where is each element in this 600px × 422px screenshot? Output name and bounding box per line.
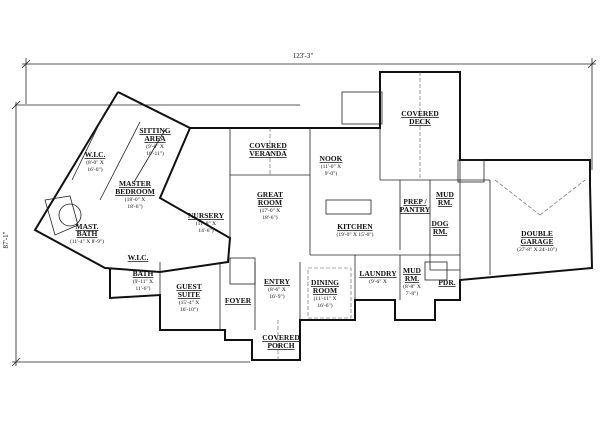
room-guest-wic: W.I.C. (128, 253, 149, 262)
svg-text:MAST.: MAST. (76, 222, 99, 231)
svg-text:9'-0"): 9'-0") (325, 170, 338, 177)
svg-text:VERANDA: VERANDA (249, 149, 287, 158)
room-dining-room: DINING ROOM (11'-11" X 16'-6") (311, 278, 339, 309)
svg-text:GARAGE: GARAGE (521, 237, 554, 246)
svg-text:COVERED: COVERED (401, 109, 439, 118)
svg-text:PANTRY: PANTRY (400, 205, 431, 214)
svg-text:PDR.: PDR. (438, 278, 455, 287)
svg-text:ENTRY: ENTRY (264, 277, 291, 286)
svg-text:RM.: RM. (433, 227, 447, 236)
svg-text:BEDROOM: BEDROOM (115, 187, 155, 196)
room-mud-room-lower: MUD RM. (8'-8" X 7'-8") (403, 266, 421, 297)
svg-text:10'-11"): 10'-11") (146, 150, 164, 157)
room-covered-veranda: COVERED VERANDA (249, 141, 287, 158)
room-master-bath: MAST. BATH (11'-4" X 8'-9") (70, 222, 104, 245)
svg-text:18'-6"): 18'-6") (127, 203, 142, 210)
svg-text:(15'-4" X: (15'-4" X (179, 299, 200, 306)
room-labels: SITTING AREA (9'-6" X 10'-11") W.I.C. (8… (70, 109, 557, 350)
room-double-garage: DOUBLE GARAGE (27'-8" X 24'-10") (517, 229, 557, 253)
svg-text:RM.: RM. (405, 274, 419, 283)
svg-text:SUITE: SUITE (178, 290, 201, 299)
room-master-wic: W.I.C. (8'-0" X 16'-0") (85, 150, 106, 173)
dimension-lines (11, 58, 597, 367)
svg-text:W.I.C.: W.I.C. (85, 150, 106, 159)
svg-text:16'-9"): 16'-9") (269, 293, 284, 300)
svg-text:GREAT: GREAT (257, 190, 283, 199)
svg-text:AREA: AREA (144, 134, 166, 143)
svg-text:(11'-4" X 8'-9"): (11'-4" X 8'-9") (70, 238, 104, 245)
svg-text:DINING: DINING (311, 278, 339, 287)
svg-text:16'-6"): 16'-6") (317, 302, 332, 309)
svg-text:18'-6"): 18'-6") (262, 214, 277, 221)
svg-text:BATH: BATH (133, 269, 154, 278)
svg-text:11'-6"): 11'-6") (136, 285, 151, 292)
room-covered-deck: COVERED DECK (401, 109, 439, 126)
svg-text:(9'-6" X: (9'-6" X (369, 278, 387, 285)
svg-text:GUEST: GUEST (176, 282, 201, 291)
svg-text:W.I.C.: W.I.C. (128, 253, 149, 262)
room-guest-suite: GUEST SUITE (15'-4" X 16'-10") (176, 282, 201, 313)
svg-text:KITCHEN: KITCHEN (337, 222, 373, 231)
svg-text:14'-6"): 14'-6") (198, 227, 213, 234)
svg-text:(8'-6" X: (8'-6" X (268, 286, 286, 293)
svg-text:(27'-8" X 24'-10"): (27'-8" X 24'-10") (517, 246, 557, 253)
room-foyer: FOYER (225, 296, 252, 305)
svg-text:(11'-8" X: (11'-8" X (196, 220, 216, 227)
svg-text:PREP /: PREP / (403, 197, 427, 206)
room-prep-pantry: PREP / PANTRY (400, 197, 431, 214)
svg-text:(19'-0" X 15'-0"): (19'-0" X 15'-0") (336, 231, 373, 238)
svg-text:ROOM: ROOM (313, 286, 337, 295)
svg-text:(11'-0" X: (11'-0" X (321, 163, 341, 170)
room-entry: ENTRY (8'-6" X 16'-9") (264, 277, 291, 300)
svg-text:DECK: DECK (409, 117, 431, 126)
svg-text:MUD: MUD (436, 190, 454, 199)
overall-depth-dimension: 87'-1" (2, 231, 10, 248)
room-master-bedroom: MASTER BEDROOM (18'-0" X 18'-6") (115, 179, 155, 210)
room-great-room: GREAT ROOM (17'-0" X 18'-6") (257, 190, 283, 221)
svg-text:LAUNDRY: LAUNDRY (359, 269, 397, 278)
room-covered-porch: COVERED PORCH (262, 333, 300, 350)
svg-text:(8'-0" X: (8'-0" X (86, 159, 104, 166)
svg-text:BATH: BATH (77, 229, 98, 238)
svg-text:COVERED: COVERED (262, 333, 300, 342)
svg-text:NURSERY: NURSERY (188, 211, 225, 220)
svg-text:(18'-0" X: (18'-0" X (125, 196, 146, 203)
svg-text:RM.: RM. (438, 198, 452, 207)
room-laundry: LAUNDRY (9'-6" X (359, 269, 397, 285)
svg-text:MASTER: MASTER (119, 179, 152, 188)
svg-text:DOUBLE: DOUBLE (521, 229, 553, 238)
room-kitchen: KITCHEN (19'-0" X 15'-0") (336, 222, 373, 238)
svg-text:(17'-0" X: (17'-0" X (260, 207, 281, 214)
svg-text:SITTING: SITTING (139, 126, 170, 135)
svg-text:DOG: DOG (431, 219, 448, 228)
room-nursery: NURSERY (11'-8" X 14'-6") (188, 211, 225, 234)
room-nook: NOOK (11'-0" X 9'-0") (320, 154, 343, 177)
svg-text:PORCH: PORCH (267, 341, 294, 350)
room-mud-room-upper: MUD RM. (436, 190, 454, 207)
svg-text:(8'-8" X: (8'-8" X (403, 283, 421, 290)
walls (33, 71, 594, 361)
svg-text:FOYER: FOYER (225, 296, 252, 305)
svg-text:ROOM: ROOM (258, 198, 282, 207)
room-sitting-area: SITTING AREA (9'-6" X 10'-11") (139, 126, 170, 157)
overall-width-dimension: 123'-3" (293, 52, 314, 60)
svg-text:MUD: MUD (403, 266, 421, 275)
svg-text:(9'-6" X: (9'-6" X (146, 143, 164, 150)
svg-text:16'-0"): 16'-0") (87, 166, 102, 173)
room-dog-room: DOG RM. (431, 219, 448, 236)
svg-text:NOOK: NOOK (320, 154, 343, 163)
svg-text:7'-8"): 7'-8") (406, 290, 419, 297)
svg-text:16'-10"): 16'-10") (180, 306, 198, 313)
svg-text:(9'-11" X: (9'-11" X (133, 278, 153, 285)
svg-text:(11'-11" X: (11'-11" X (314, 295, 337, 302)
room-guest-bath: BATH (9'-11" X 11'-6") (133, 269, 154, 292)
svg-text:COVERED: COVERED (249, 141, 287, 150)
room-powder-room: PDR. (438, 278, 455, 287)
